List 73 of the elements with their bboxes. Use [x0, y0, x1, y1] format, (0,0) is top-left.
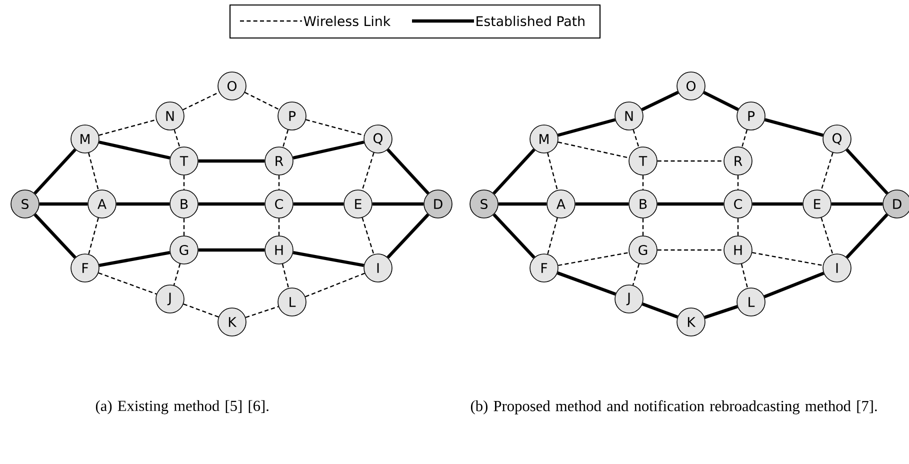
link-line	[88, 218, 99, 254]
link-line	[293, 202, 344, 206]
link-line	[657, 249, 724, 251]
link-line	[173, 264, 181, 286]
link-line	[98, 140, 170, 160]
link-line	[182, 92, 220, 110]
link-line	[292, 140, 364, 160]
link-line	[558, 142, 630, 158]
link-line	[642, 175, 644, 190]
link-line	[278, 175, 280, 190]
link-line	[372, 202, 424, 206]
link-line	[657, 160, 724, 162]
link-line	[116, 202, 170, 206]
link-line	[831, 202, 883, 206]
link-line	[98, 272, 157, 295]
link-line	[764, 272, 824, 298]
link-line	[362, 152, 374, 190]
link-line	[820, 152, 834, 190]
link-line	[752, 202, 803, 206]
link-line	[292, 251, 364, 267]
link-line	[657, 202, 724, 206]
link-line	[737, 218, 739, 236]
link-line	[632, 264, 640, 286]
link-line	[642, 218, 644, 236]
caption: (a) Existing method [5] [6].	[96, 400, 268, 414]
link-line	[498, 202, 547, 206]
link-line	[547, 152, 558, 190]
link-line	[575, 202, 629, 206]
link-line	[183, 175, 185, 190]
caption: (b) Proposed method and notification rebroadcasting method [7].	[470, 400, 877, 414]
link-line	[558, 252, 629, 266]
link-line	[547, 218, 558, 254]
link-line	[282, 264, 290, 288]
link-line	[740, 264, 748, 288]
link-line	[741, 130, 748, 148]
link-line	[846, 148, 888, 194]
link-line	[492, 148, 536, 194]
legend-text: Wireless Link	[304, 16, 391, 26]
link-line	[632, 130, 640, 148]
link-line	[183, 303, 219, 318]
link-line	[752, 252, 823, 266]
link-line	[39, 202, 88, 206]
link-line	[704, 305, 738, 319]
link-line	[34, 148, 76, 194]
link-line	[386, 148, 430, 194]
link-line	[820, 218, 834, 254]
link-line	[641, 90, 679, 112]
legend-text: Established Path	[476, 16, 584, 26]
link-line	[305, 272, 365, 298]
link-line	[386, 213, 430, 259]
link-line	[846, 213, 888, 259]
link-line	[492, 213, 536, 259]
link-line	[362, 218, 374, 254]
link-line	[198, 159, 265, 163]
link-line	[642, 302, 678, 318]
link-line	[98, 251, 170, 267]
link-line	[244, 92, 280, 110]
link-line	[34, 213, 76, 259]
link-line	[183, 218, 185, 236]
link-line	[198, 202, 265, 206]
link-line	[174, 130, 180, 148]
link-line	[98, 119, 156, 136]
link-line	[703, 91, 739, 111]
link-line	[278, 218, 280, 236]
link-line	[282, 130, 289, 148]
link-line	[557, 271, 616, 296]
link-line	[245, 306, 279, 318]
link-line	[198, 248, 265, 252]
link-line	[764, 118, 824, 137]
link-line	[737, 175, 739, 190]
link-line	[88, 152, 99, 190]
link-line	[306, 119, 364, 136]
link-line	[558, 118, 616, 137]
